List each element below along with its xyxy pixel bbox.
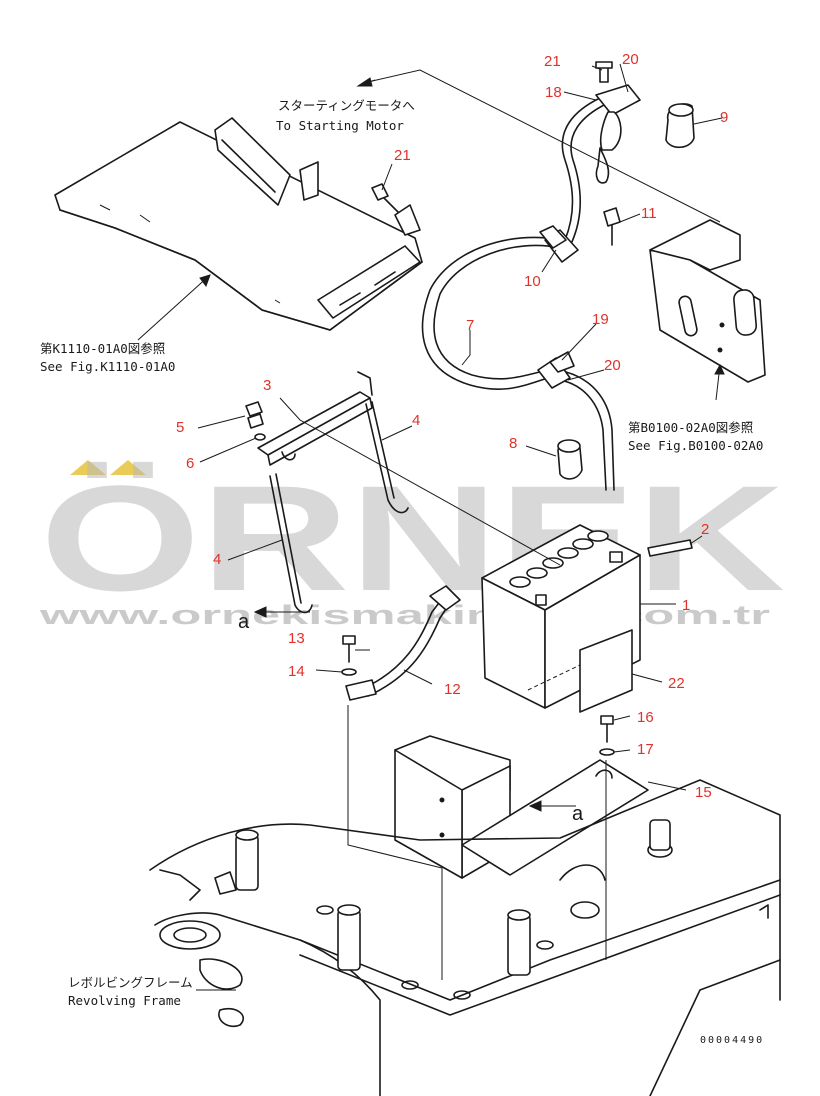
callout-4-right: 4	[412, 412, 420, 429]
floor-plate	[54, 117, 423, 331]
battery-tray-15	[394, 735, 649, 879]
callout-20-top: 20	[622, 51, 639, 68]
label-2	[647, 539, 693, 557]
watermark-brand: ÖRNEK	[40, 454, 785, 622]
washer-6	[254, 433, 266, 441]
bolt-11	[603, 207, 621, 246]
bolt-21-left	[371, 183, 399, 213]
starter-label-en: To Starting Motor	[276, 118, 404, 133]
battery-cover-22	[527, 629, 633, 713]
callout-5: 5	[176, 419, 184, 436]
callout-21-top: 21	[544, 53, 561, 70]
revolving-frame-en: Revolving Frame	[68, 993, 181, 1008]
battery-cable-7	[421, 97, 615, 491]
nut-5	[245, 401, 264, 429]
starter-label-jp: スターティングモータへ	[278, 98, 415, 113]
watermark-accent-left	[70, 460, 106, 475]
washer-17	[599, 748, 615, 756]
washer-14	[341, 668, 357, 676]
ref-k1110-en: See Fig.K1110-01A0	[40, 359, 175, 374]
elbow-cover-9	[665, 103, 695, 149]
ground-cable-12	[345, 585, 461, 701]
callout-8: 8	[509, 435, 517, 452]
callout-3: 3	[263, 377, 271, 394]
callout-7: 7	[466, 317, 474, 334]
watermark-url: www.ornekismakinalari.com.tr	[38, 600, 771, 630]
clamp-19	[537, 351, 575, 389]
callout-15: 15	[695, 784, 712, 801]
revolving-frame	[149, 779, 781, 1096]
callout-11: 11	[641, 205, 657, 222]
callout-17: 17	[637, 741, 654, 758]
callout-22: 22	[668, 675, 685, 692]
ref-k1110-jp: 第K1110-01A0図参照	[40, 341, 165, 356]
mark-a-tray: a	[572, 803, 584, 825]
callout-13: 13	[288, 630, 305, 647]
bolt-13	[342, 635, 356, 663]
leader-lines	[137, 63, 725, 991]
annotations: スターティングモータへ To Starting Motor 第K1110-01A…	[40, 98, 764, 1046]
terminal-cover-8	[557, 439, 583, 480]
ref-b0100-en: See Fig.B0100-02A0	[628, 438, 763, 453]
callout-10: 10	[524, 273, 541, 290]
callout-numbers: 1 2 3 4 4 5 6 7 8 9 10 11 12 13 14 15 16…	[176, 51, 728, 801]
bolt-16	[600, 715, 614, 743]
callout-20-middle: 20	[604, 357, 621, 374]
bracket-b0100	[649, 219, 766, 383]
watermark: ÖRNEK www.ornekismakinalari.com.tr	[38, 454, 785, 630]
cable-terminal-upper	[595, 61, 641, 184]
rod-4-right	[365, 401, 409, 514]
drawing-code: 00004490	[700, 1035, 764, 1046]
callout-2: 2	[701, 521, 709, 538]
callout-6: 6	[186, 455, 194, 472]
callout-19: 19	[592, 311, 609, 328]
callout-12: 12	[444, 681, 461, 698]
callout-14: 14	[288, 663, 305, 680]
callout-18: 18	[545, 84, 562, 101]
callout-16: 16	[637, 709, 654, 726]
callout-1: 1	[682, 597, 690, 614]
callout-4-left: 4	[213, 551, 221, 568]
revolving-frame-jp: レボルビングフレーム	[68, 975, 193, 990]
clamp-10	[539, 225, 579, 263]
ref-b0100-jp: 第B0100-02A0図参照	[628, 420, 753, 435]
callout-21-left: 21	[394, 147, 411, 164]
mark-a-left: a	[238, 611, 250, 633]
callout-9: 9	[720, 109, 728, 126]
watermark-accent-right	[110, 460, 146, 475]
battery-holder-3	[257, 371, 373, 466]
